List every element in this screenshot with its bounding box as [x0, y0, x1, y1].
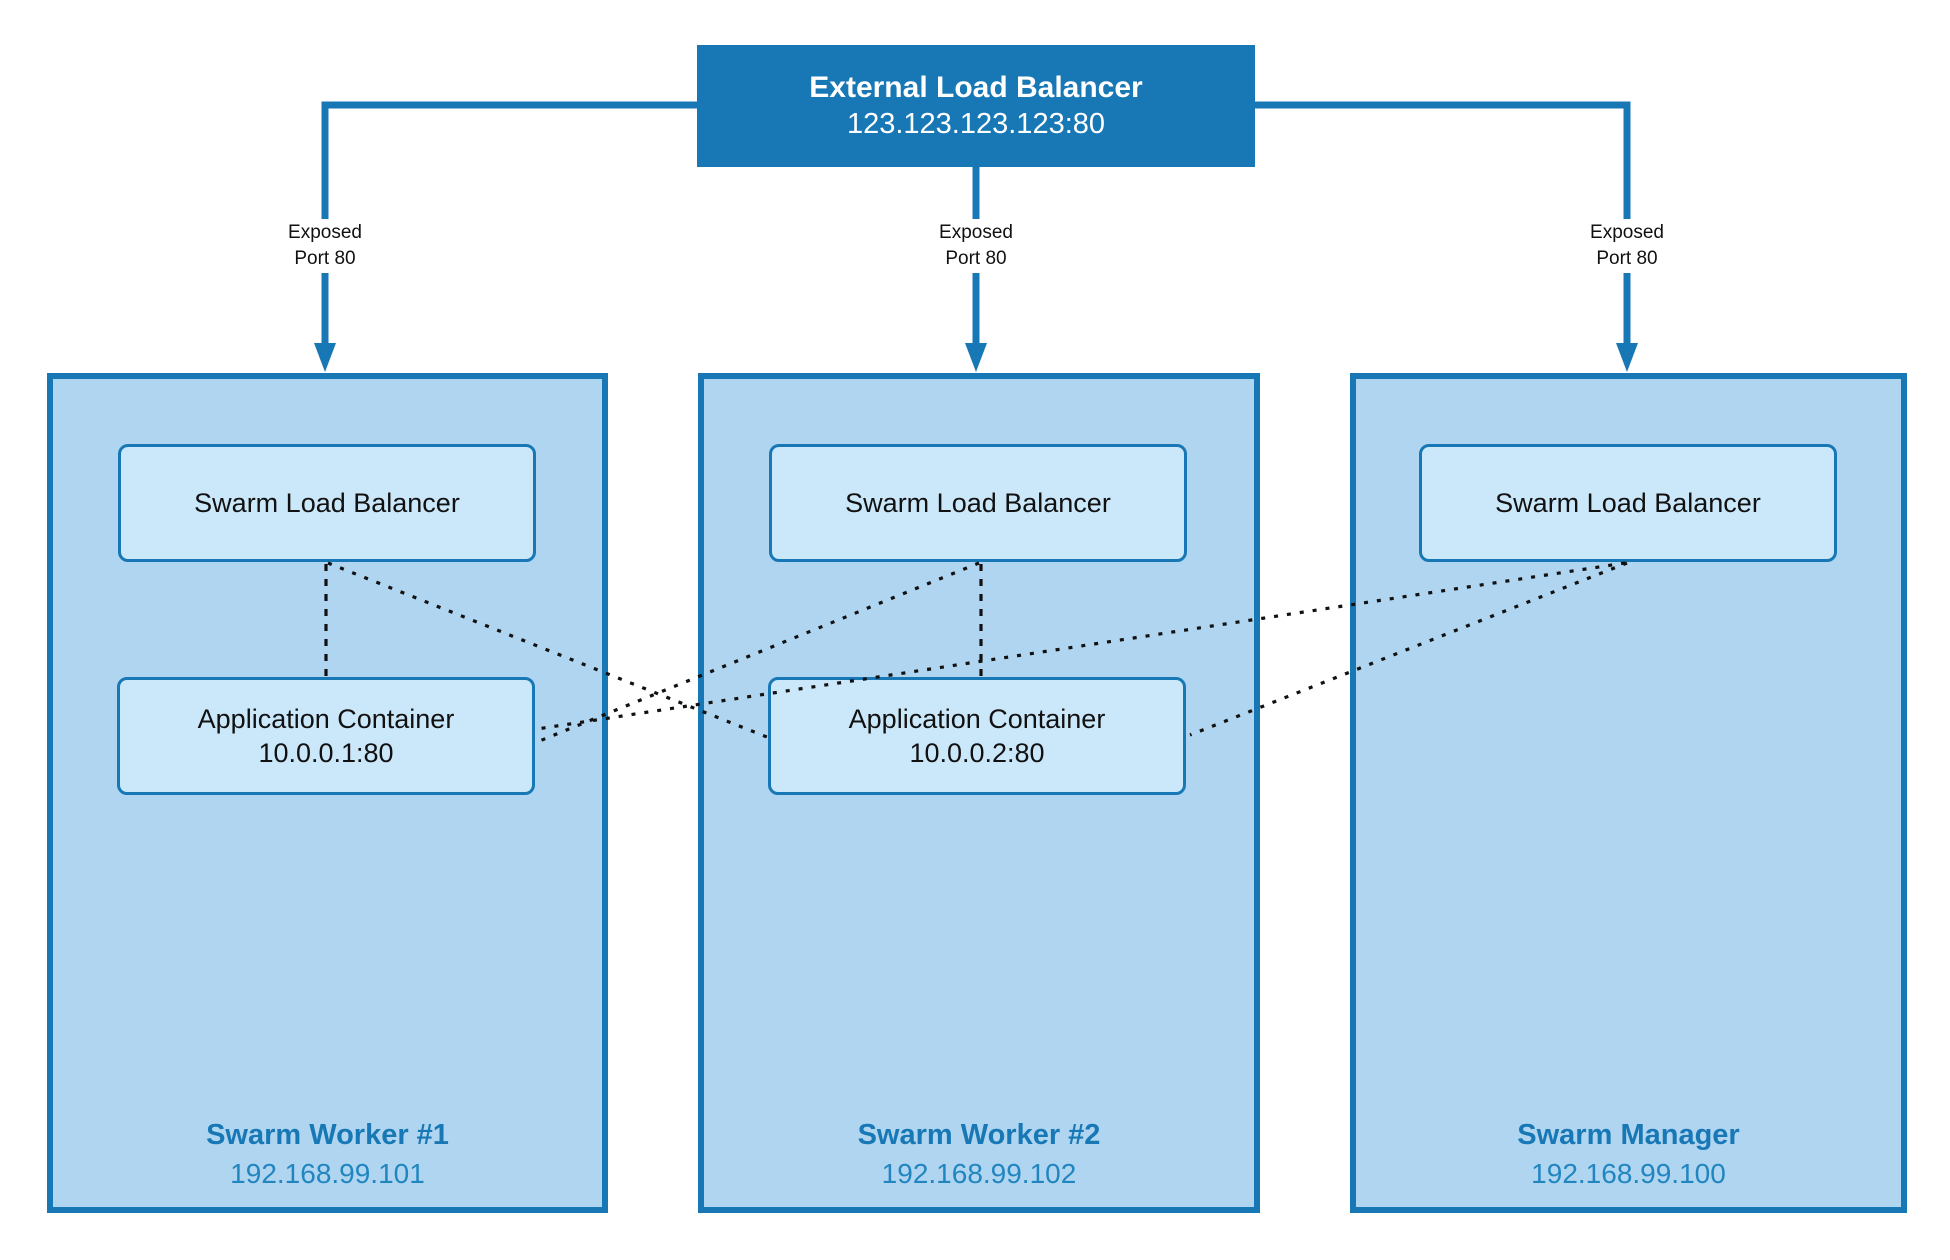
slb3-to-app2-link: [1189, 561, 1628, 737]
slb3-to-app1-link: [536, 561, 1626, 731]
node-ip: 192.168.99.100: [1531, 1158, 1726, 1189]
application-container-address: 10.0.0.1:80: [258, 738, 394, 768]
application-container-box-worker2: Application Container 10.0.0.2:80: [768, 677, 1186, 795]
node-title: Swarm Manager: [1517, 1119, 1740, 1151]
application-container-name: Application Container: [848, 704, 1106, 734]
node-ip: 192.168.99.101: [230, 1158, 425, 1189]
exposed-port-label-line2: Port 80: [1596, 248, 1658, 269]
node-box-swarm-worker-1: Swarm Load Balancer Application Containe…: [47, 373, 608, 1213]
arrowhead-worker2: [965, 343, 987, 372]
arrowhead-manager: [1616, 343, 1638, 372]
node-title: Swarm Worker #2: [857, 1119, 1101, 1151]
node-box-swarm-manager: Swarm Load Balancer Swarm Manager 192.16…: [1350, 373, 1907, 1213]
exposed-port-label-line2: Port 80: [945, 248, 1007, 269]
swarm-load-balancer-label: Swarm Load Balancer: [845, 488, 1111, 518]
arrowhead-worker1: [314, 343, 336, 372]
node-footer-worker2: Swarm Worker #2 192.168.99.102: [704, 1115, 1254, 1193]
exposed-port-label-manager: Exposed Port 80: [1547, 219, 1707, 273]
node-title: Swarm Worker #1: [206, 1119, 449, 1151]
application-container-address: 10.0.0.2:80: [909, 738, 1045, 768]
slb1-to-app2-link: [327, 561, 773, 741]
exposed-port-label-line2: Port 80: [294, 248, 356, 269]
exposed-port-label-worker1: Exposed Port 80: [245, 219, 405, 273]
external-load-balancer-title: External Load Balancer: [809, 71, 1143, 104]
node-footer-worker1: Swarm Worker #1 192.168.99.101: [53, 1115, 602, 1193]
external-load-balancer-address: 123.123.123.123:80: [846, 108, 1106, 140]
application-container-box-worker1: Application Container 10.0.0.1:80: [117, 677, 535, 795]
swarm-load-balancer-box-worker2: Swarm Load Balancer: [769, 444, 1187, 562]
external-load-balancer-box: External Load Balancer 123.123.123.123:8…: [697, 45, 1255, 167]
swarm-load-balancer-label: Swarm Load Balancer: [1495, 488, 1761, 518]
node-box-swarm-worker-2: Swarm Load Balancer Application Containe…: [698, 373, 1260, 1213]
slb2-to-app1-link: [536, 561, 980, 744]
swarm-load-balancer-box-manager: Swarm Load Balancer: [1419, 444, 1837, 562]
application-container-name: Application Container: [197, 704, 455, 734]
exposed-port-label-line1: Exposed: [288, 222, 362, 243]
swarm-load-balancer-box-worker1: Swarm Load Balancer: [118, 444, 536, 562]
node-footer-manager: Swarm Manager 192.168.99.100: [1356, 1115, 1901, 1193]
exposed-port-label-worker2: Exposed Port 80: [896, 219, 1056, 273]
exposed-port-label-line1: Exposed: [939, 222, 1013, 243]
exposed-port-label-line1: Exposed: [1590, 222, 1664, 243]
node-ip: 192.168.99.102: [881, 1158, 1077, 1189]
swarm-load-balancer-label: Swarm Load Balancer: [194, 488, 460, 518]
